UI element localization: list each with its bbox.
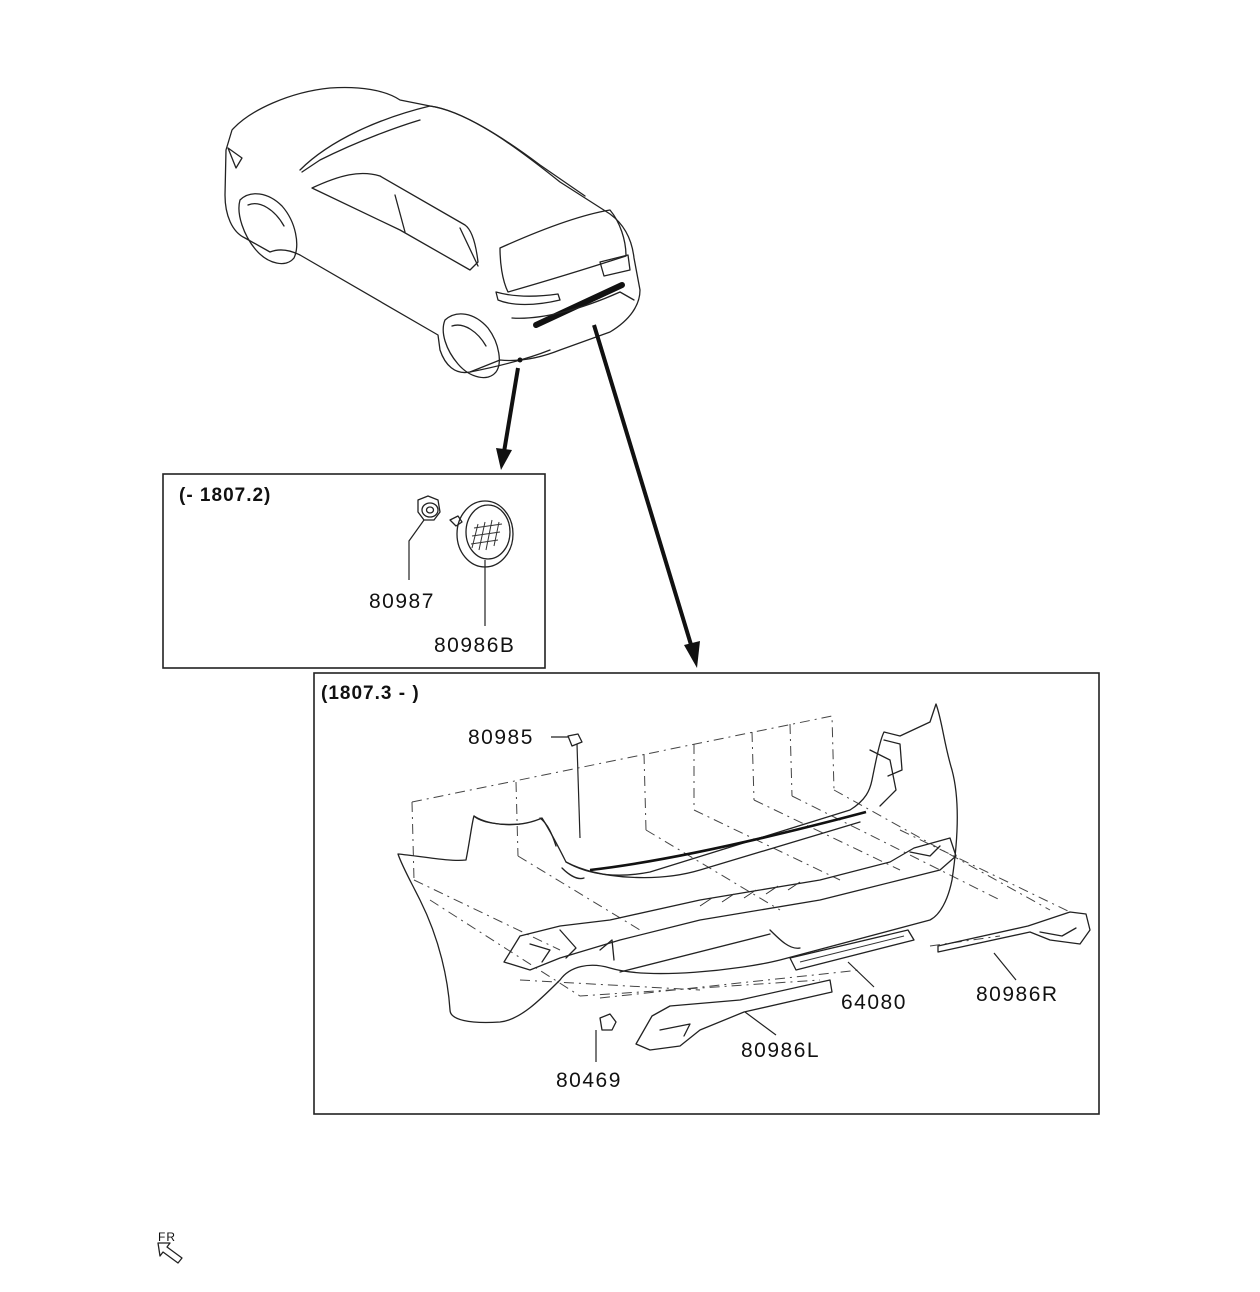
part-label-80986R: 80986R	[976, 983, 1059, 1006]
clip-80469-illustration	[599, 1013, 617, 1031]
vehicle-illustration	[224, 86, 641, 379]
front-direction-label: FR	[158, 1230, 176, 1244]
front-arrow-icon	[157, 1242, 183, 1264]
early-box-header: (- 1807.2)	[179, 485, 271, 506]
callout-arrow-to-late-box	[592, 324, 700, 668]
part-label-80469: 80469	[556, 1069, 622, 1092]
part-label-64080: 64080	[841, 991, 907, 1014]
part-label-80985: 80985	[468, 726, 534, 749]
part-label-80986B: 80986B	[434, 634, 515, 657]
bracket-64080-illustration	[789, 929, 915, 971]
late-box-header: (1807.3 - )	[321, 683, 420, 704]
assembly-phantom-lines	[411, 715, 1071, 999]
part-label-80986L: 80986L	[741, 1039, 820, 1062]
clip-80987-illustration	[417, 495, 441, 521]
part-label-80987: 80987	[369, 590, 435, 613]
garnish-80986R-illustration	[937, 911, 1091, 953]
rear-bumper-fascia-illustration	[397, 703, 958, 1024]
callout-arrow-to-early-box	[496, 367, 520, 470]
front-direction-indicator: FR	[157, 1230, 183, 1264]
garnish-80986L-illustration	[635, 979, 833, 1051]
late-production-box: (1807.3 - )	[313, 672, 1100, 1115]
early-production-box: (- 1807.2) 80987 80986B	[162, 473, 546, 669]
